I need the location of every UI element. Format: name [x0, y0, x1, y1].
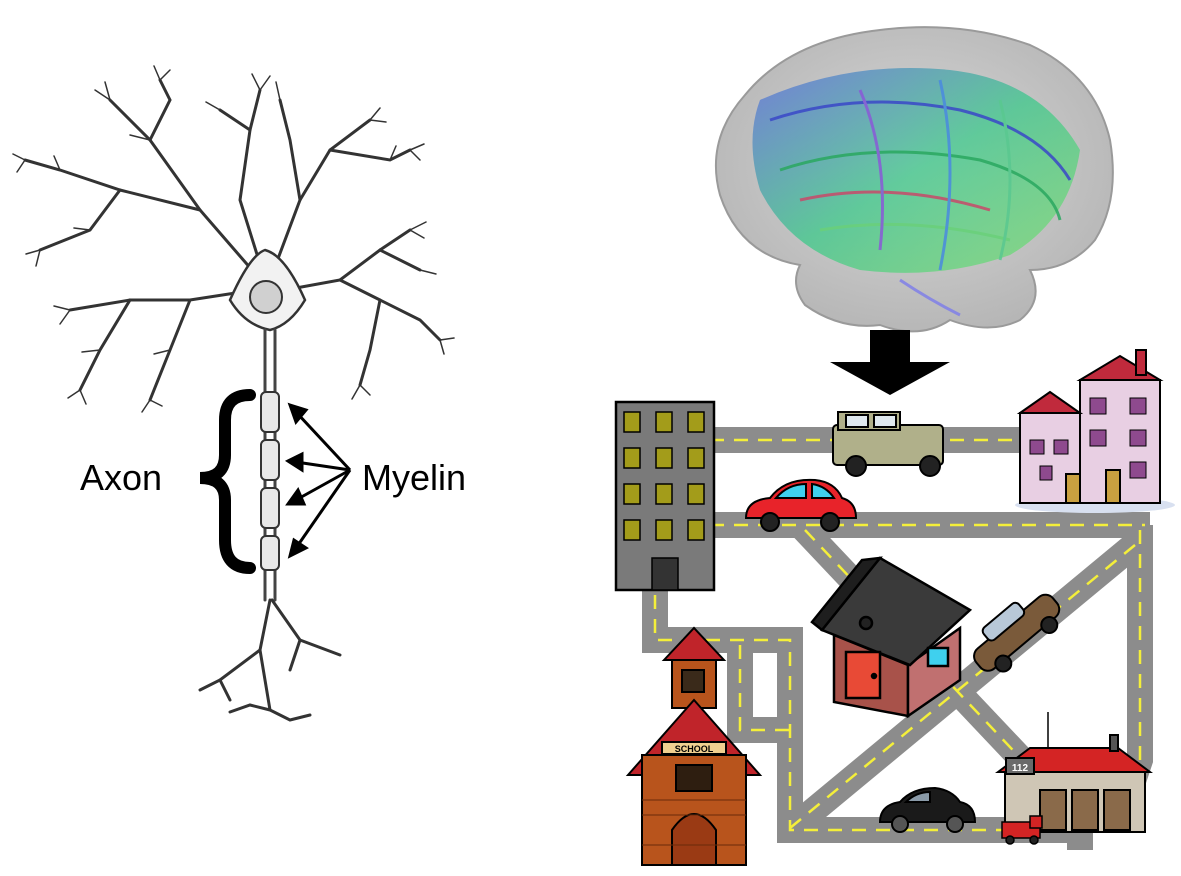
fire-station-number: 112	[1012, 763, 1029, 774]
fire-station-icon: 112	[995, 712, 1153, 833]
classic-car-icon	[973, 593, 1061, 673]
down-arrow-icon	[830, 330, 950, 395]
mansion-icon	[1015, 349, 1175, 513]
fire-truck-icon	[1001, 815, 1043, 845]
axon-label: Axon	[80, 457, 163, 498]
myelin-arrows	[284, 402, 352, 559]
city-map: SCHOOL 112	[614, 349, 1175, 866]
neuron-icon	[12, 65, 455, 722]
house-icon	[810, 556, 973, 719]
brain-tractography-icon	[714, 26, 1114, 333]
school-sign: SCHOOL	[675, 744, 714, 754]
red-car-icon	[744, 478, 858, 532]
office-tower-icon	[614, 400, 716, 592]
myelin-label: Myelin	[362, 457, 467, 498]
jeep-icon	[832, 411, 944, 477]
schoolhouse-icon: SCHOOL	[625, 626, 763, 866]
sedan-icon	[878, 786, 977, 833]
axon-brace-icon	[199, 389, 256, 574]
